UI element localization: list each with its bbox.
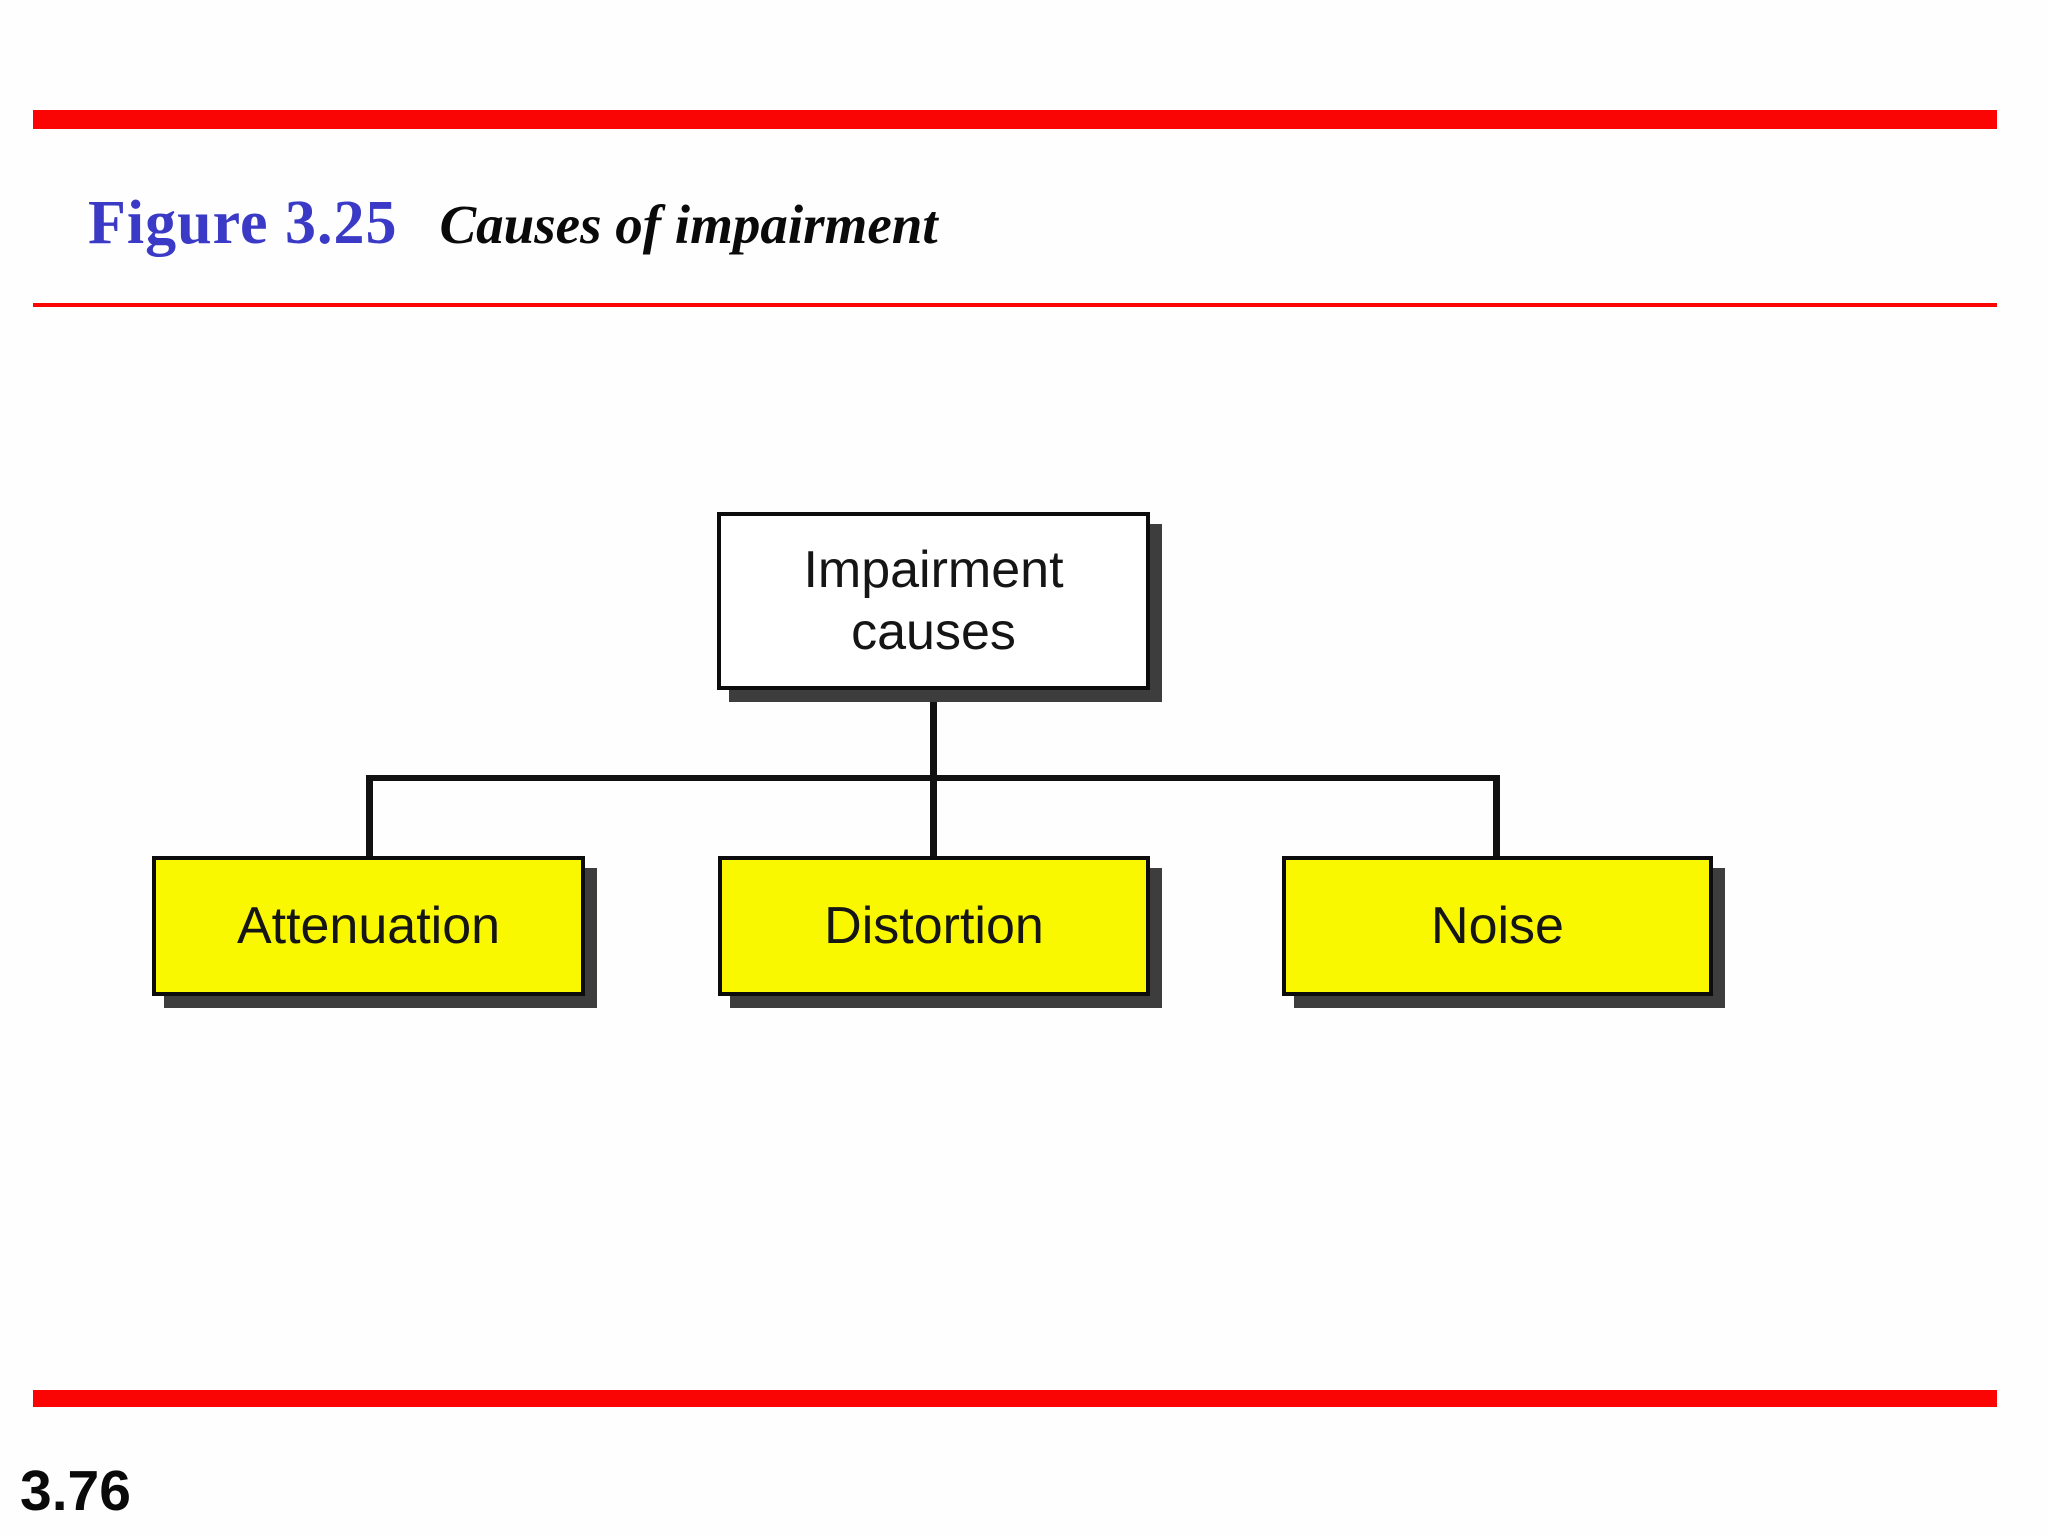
figure-caption: Causes of impairment bbox=[439, 194, 938, 255]
connector-right-vertical bbox=[1493, 775, 1500, 858]
child-node-label: Noise bbox=[1431, 897, 1564, 955]
connector-horizontal bbox=[366, 775, 1500, 781]
page-number: 3.76 bbox=[20, 1459, 131, 1523]
slide-title: Figure 3.25 Causes of impairment bbox=[88, 188, 938, 259]
child-node-noise: Noise bbox=[1282, 856, 1713, 996]
title-underline-rule bbox=[33, 303, 1997, 307]
child-node-label: Attenuation bbox=[236, 897, 501, 955]
bottom-red-rule bbox=[33, 1390, 1997, 1407]
figure-number-label: Figure 3.25 bbox=[88, 189, 398, 257]
root-node-impairment-causes: Impairment causes bbox=[717, 512, 1150, 690]
child-node-attenuation: Attenuation bbox=[152, 856, 585, 996]
child-node-label: Distortion bbox=[824, 897, 1044, 955]
connector-root-vertical bbox=[930, 688, 937, 858]
root-node-label-line1: Impairment bbox=[803, 541, 1064, 599]
top-red-rule bbox=[33, 110, 1997, 129]
connector-left-vertical bbox=[366, 775, 373, 858]
child-node-distortion: Distortion bbox=[718, 856, 1150, 996]
root-node-label-line2: causes bbox=[851, 603, 1016, 661]
